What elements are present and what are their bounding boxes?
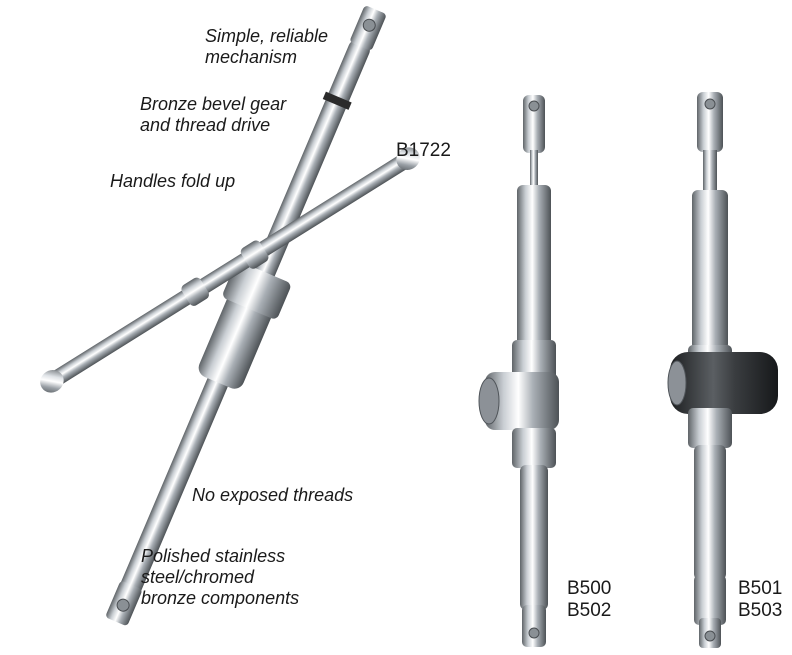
model-label-b1722: B1722 (396, 140, 451, 162)
model-label-b501: B501 B503 (738, 578, 782, 622)
caption-line: Handles fold up (110, 171, 236, 191)
b500-turnbuckle (478, 95, 559, 647)
model-number: B503 (738, 600, 783, 621)
caption-line: and thread drive (140, 115, 271, 135)
caption-line: Bronze bevel gear (140, 94, 287, 114)
b501-turnbuckle (667, 92, 778, 648)
model-number: B500 (567, 578, 612, 599)
caption-line: Polished stainless (141, 546, 286, 566)
model-label-b500: B500 B502 (567, 578, 611, 622)
caption-line: Simple, reliable (205, 26, 329, 46)
model-number: B1722 (396, 140, 451, 161)
caption-line: No exposed threads (192, 485, 354, 505)
b1722-turnbuckle (40, 6, 420, 626)
caption-line: bronze components (141, 588, 300, 608)
model-number: B501 (738, 578, 783, 599)
caption-components: Polished stainless steel/chromed bronze … (141, 546, 299, 609)
caption-handles: Handles fold up (110, 171, 235, 192)
caption-line: steel/chromed (141, 567, 255, 587)
caption-threads: No exposed threads (192, 485, 353, 506)
caption-mechanism: Simple, reliable mechanism (205, 26, 328, 68)
model-number: B502 (567, 600, 612, 621)
caption-line: mechanism (205, 47, 298, 67)
caption-gear: Bronze bevel gear and thread drive (140, 94, 286, 136)
